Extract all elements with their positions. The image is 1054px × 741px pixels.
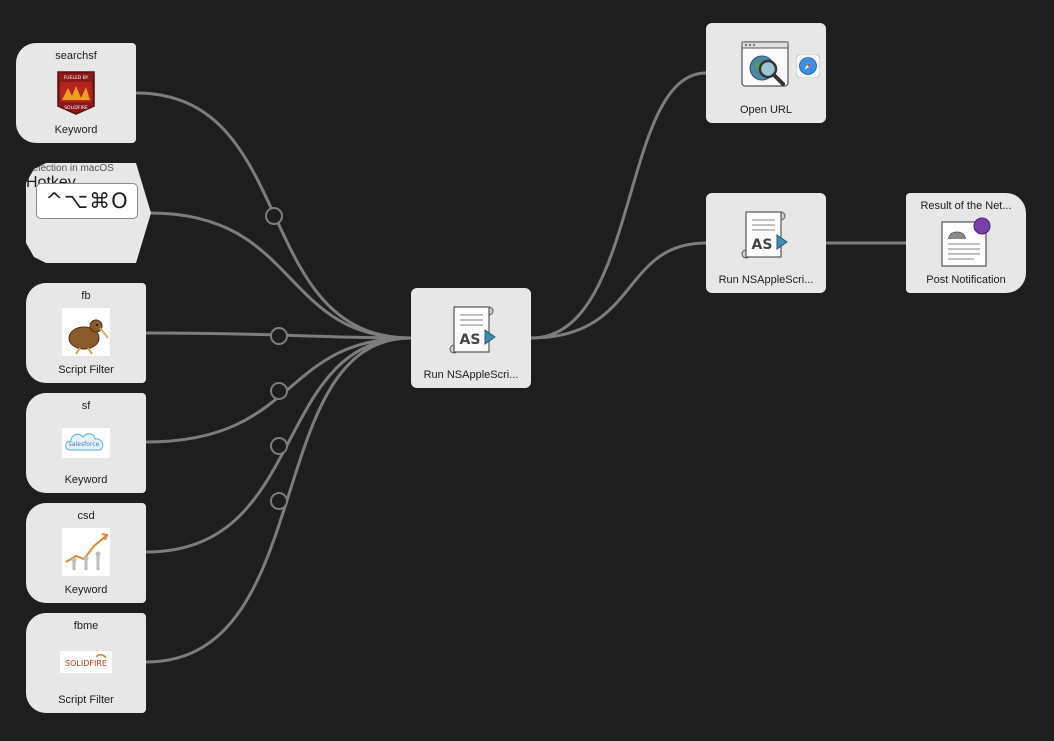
node-title: sf — [81, 400, 91, 412]
applescript-as-text: AS — [460, 332, 481, 348]
node-title: Result of the Net... — [920, 200, 1012, 212]
applescript-as-text: AS — [752, 237, 773, 253]
node-title: fb — [81, 290, 91, 302]
wire-searchsf-to-run[interactable] — [134, 91, 413, 340]
node-title: searchsf — [55, 50, 97, 62]
wire-filter-dot-csd[interactable] — [270, 437, 288, 455]
node-subtitle: Keyword — [64, 584, 108, 596]
wire-fb-to-run[interactable] — [144, 331, 413, 340]
node-subtitle: Keyword — [54, 124, 98, 136]
wire-csd-to-run[interactable] — [144, 336, 413, 554]
badge-bottom-text: SOLIDFIRE — [64, 105, 88, 111]
node-subtitle: Run NSAppleScri... — [718, 274, 814, 286]
node-title: Selection in macOS — [26, 163, 114, 174]
node-searchsf[interactable]: searchsf FUELED BY SOLIDFIRE Keyword — [16, 43, 136, 143]
notification-icon — [941, 217, 991, 267]
wire-filter-dot-searchsf[interactable] — [265, 207, 283, 225]
badge-top-text: FUELED BY — [64, 75, 89, 81]
wire-run-to-openurl[interactable] — [529, 71, 708, 340]
wire-filter-dot-sf[interactable] — [270, 382, 288, 400]
node-subtitle: Open URL — [740, 104, 792, 116]
web-search-icon — [741, 41, 789, 87]
wire-filter-dot-fbme[interactable] — [270, 492, 288, 510]
node-run-nsapplescript-main[interactable]: AS Run NSAppleScri... — [411, 288, 531, 388]
node-title: fbme — [73, 620, 99, 632]
node-sf[interactable]: sf salesforce Keyword — [26, 393, 146, 493]
node-subtitle: Script Filter — [58, 694, 114, 706]
wire-fbme-to-run[interactable] — [144, 336, 413, 664]
node-post-notification[interactable]: Result of the Net... Post Notification — [906, 193, 1026, 293]
salesforce-cloud-icon: salesforce — [62, 428, 110, 458]
solidfire-logo-icon: SOLIDFIRE — [60, 651, 112, 673]
node-fbme[interactable]: fbme SOLIDFIRE Script Filter — [26, 613, 146, 713]
safari-compass-icon — [796, 54, 820, 78]
applescript-icon: AS — [741, 211, 788, 259]
wire-hotkey-to-run[interactable] — [148, 211, 413, 340]
wire-run-to-run-second[interactable] — [529, 241, 708, 340]
applescript-icon: AS — [449, 306, 496, 354]
node-fb[interactable]: fb Script Filter — [26, 283, 146, 383]
node-title: csd — [77, 510, 95, 522]
node-subtitle: Run NSAppleScri... — [423, 369, 519, 381]
solidfire-badge-icon: FUELED BY SOLIDFIRE — [57, 71, 95, 115]
growth-chart-icon — [62, 528, 110, 576]
hotkey-keys-display: ^⌥⌘O — [36, 183, 138, 219]
node-subtitle: Post Notification — [926, 274, 1006, 286]
salesforce-text: salesforce — [69, 441, 100, 448]
node-run-nsapplescript-second[interactable]: AS Run NSAppleScri... — [706, 193, 826, 293]
node-open-url[interactable]: Open URL — [706, 23, 826, 123]
node-subtitle: Keyword — [64, 474, 108, 486]
node-csd[interactable]: csd Keyword — [26, 503, 146, 603]
node-subtitle: Script Filter — [58, 364, 114, 376]
node-hotkey[interactable]: Selection in macOS ^⌥⌘O Hotkey — [26, 163, 151, 263]
wire-sf-to-run[interactable] — [144, 336, 413, 444]
solidfire-text: SOLIDFIRE — [65, 659, 107, 668]
wire-filter-dot-fb[interactable] — [270, 327, 288, 345]
kiwi-bird-icon — [62, 308, 110, 356]
